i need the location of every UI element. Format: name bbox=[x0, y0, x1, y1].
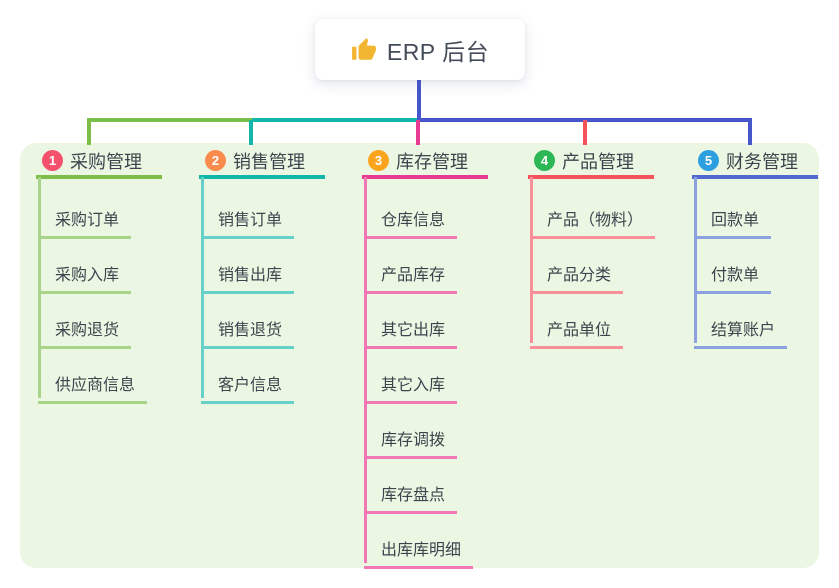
drop-line-purchase bbox=[87, 120, 91, 145]
branch-label: 库存管理 bbox=[396, 151, 468, 172]
branch-number-badge: 1 bbox=[42, 150, 63, 171]
drop-line-sales bbox=[249, 120, 253, 145]
settlement-account-node[interactable]: 结算账户 bbox=[694, 306, 788, 349]
product-unit-node[interactable]: 产品单位 bbox=[530, 306, 624, 349]
purchase-order-node[interactable]: 采购订单 bbox=[38, 196, 132, 239]
root-node[interactable]: ERP 后台 bbox=[315, 19, 525, 80]
product-category-node[interactable]: 产品分类 bbox=[530, 251, 624, 294]
connector-bus-sales bbox=[252, 118, 417, 122]
receipt-bill-node[interactable]: 回款单 bbox=[694, 196, 772, 239]
branch-header-sales[interactable]: 2 销售管理 bbox=[199, 146, 325, 179]
branch-header-product[interactable]: 4 产品管理 bbox=[528, 146, 654, 179]
branch-label: 财务管理 bbox=[726, 151, 798, 172]
branch-number-badge: 3 bbox=[368, 150, 389, 171]
stock-count-node[interactable]: 库存盘点 bbox=[364, 471, 458, 514]
product-material-node[interactable]: 产品（物料） bbox=[530, 196, 656, 239]
thumbs-up-icon bbox=[351, 37, 376, 60]
purchase-return-node[interactable]: 采购退货 bbox=[38, 306, 132, 349]
child-spine-inventory bbox=[364, 177, 367, 563]
branch-label: 采购管理 bbox=[70, 151, 142, 172]
sales-return-node[interactable]: 销售退货 bbox=[201, 306, 295, 349]
product-stock-node[interactable]: 产品库存 bbox=[364, 251, 458, 294]
sales-order-node[interactable]: 销售订单 bbox=[201, 196, 295, 239]
child-spine-finance bbox=[694, 177, 697, 343]
sales-outbound-node[interactable]: 销售出库 bbox=[201, 251, 295, 294]
drop-line-finance bbox=[748, 120, 752, 145]
purchase-inbound-node[interactable]: 采购入库 bbox=[38, 251, 132, 294]
warehouse-info-node[interactable]: 仓库信息 bbox=[364, 196, 458, 239]
supplier-info-node[interactable]: 供应商信息 bbox=[38, 361, 148, 404]
branch-number-badge: 5 bbox=[698, 150, 719, 171]
mindmap-canvas bbox=[20, 143, 819, 568]
child-spine-purchase bbox=[38, 177, 41, 398]
child-spine-product bbox=[530, 177, 533, 343]
drop-line-inventory bbox=[416, 120, 420, 145]
outbound-detail-node[interactable]: 出库库明细 bbox=[364, 526, 474, 569]
branch-number-badge: 4 bbox=[534, 150, 555, 171]
branch-label: 产品管理 bbox=[562, 151, 634, 172]
branch-number-badge: 2 bbox=[205, 150, 226, 171]
other-outbound-node[interactable]: 其它出库 bbox=[364, 306, 458, 349]
drop-line-product bbox=[583, 120, 587, 145]
branch-header-purchase[interactable]: 1 采购管理 bbox=[36, 146, 162, 179]
payment-bill-node[interactable]: 付款单 bbox=[694, 251, 772, 294]
other-inbound-node[interactable]: 其它入库 bbox=[364, 361, 458, 404]
root-label: ERP 后台 bbox=[386, 38, 490, 65]
connector-bus-purchase bbox=[87, 118, 252, 122]
customer-info-node[interactable]: 客户信息 bbox=[201, 361, 295, 404]
stock-transfer-node[interactable]: 库存调拨 bbox=[364, 416, 458, 459]
child-spine-sales bbox=[201, 177, 204, 398]
branch-header-finance[interactable]: 5 财务管理 bbox=[692, 146, 818, 179]
root-stem-line bbox=[417, 80, 421, 120]
branch-header-inventory[interactable]: 3 库存管理 bbox=[362, 146, 488, 179]
branch-label: 销售管理 bbox=[233, 151, 305, 172]
